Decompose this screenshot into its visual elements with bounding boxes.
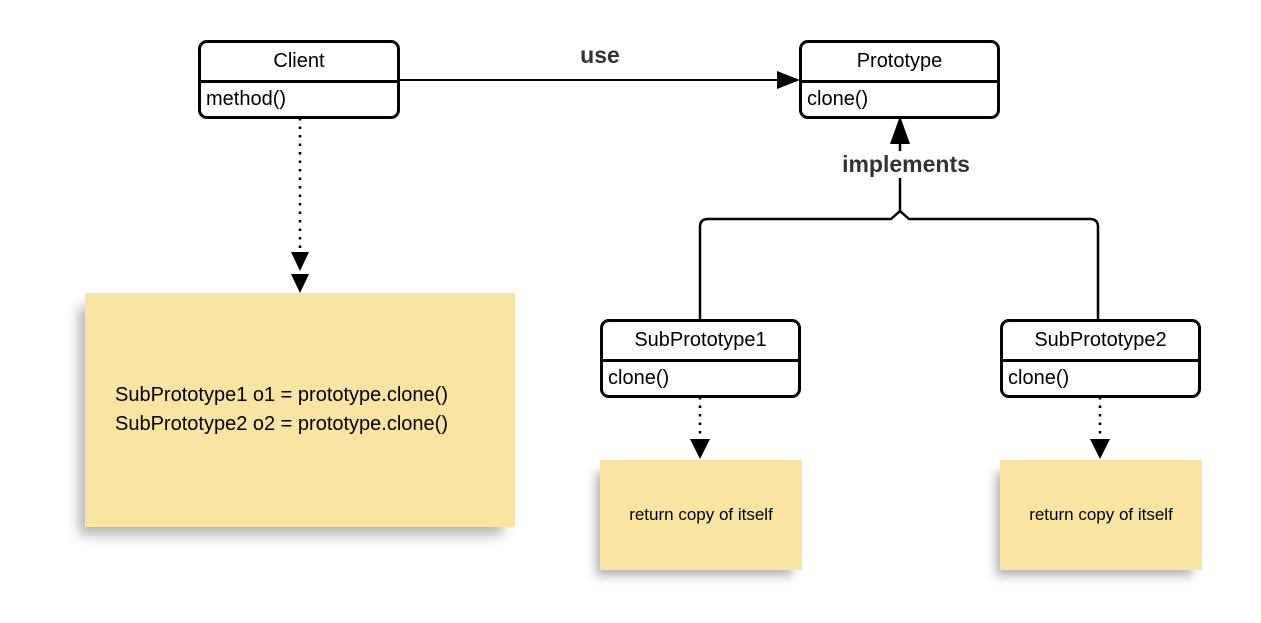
note-code-line: SubPrototype2 o2 = prototype.clone() [115, 413, 448, 435]
note-code-line: SubPrototype1 o1 = prototype.clone() [115, 384, 448, 406]
class-box-prototype: Prototype clone() [799, 40, 1000, 119]
class-box-subprototype2: SubPrototype2 clone() [1000, 319, 1201, 398]
class-box-client: Client method() [198, 40, 400, 119]
implements-arrowhead-icon [890, 116, 910, 144]
use-arrowhead-icon [777, 71, 800, 89]
class-box-subprototype1: SubPrototype1 clone() [600, 319, 801, 398]
implements-edge-label: implements [800, 151, 1012, 178]
client-code-note: SubPrototype1 o1 = prototype.clone() Sub… [85, 293, 515, 527]
class-method: clone() [807, 88, 869, 110]
class-title: SubPrototype2 [1003, 322, 1198, 362]
class-method: clone() [608, 367, 670, 389]
use-edge-label: use [580, 42, 620, 68]
subprototype2-note: return copy of itself [1000, 460, 1202, 570]
note-text: return copy of itself [1029, 505, 1173, 524]
note-text: return copy of itself [629, 505, 773, 524]
class-method: clone() [1008, 367, 1070, 389]
client-note-arrowhead2-icon [291, 274, 309, 293]
class-title: Prototype [802, 43, 997, 83]
class-title: Client [201, 43, 397, 83]
sub2-note-arrowhead-icon [1090, 439, 1110, 459]
class-method: method() [206, 88, 287, 110]
sub1-note-arrowhead-icon [690, 439, 710, 459]
class-title: SubPrototype1 [603, 322, 798, 362]
inheritance-tree-connector [698, 209, 1100, 319]
client-note-arrowhead-icon [291, 252, 309, 271]
subprototype1-note: return copy of itself [600, 460, 802, 570]
